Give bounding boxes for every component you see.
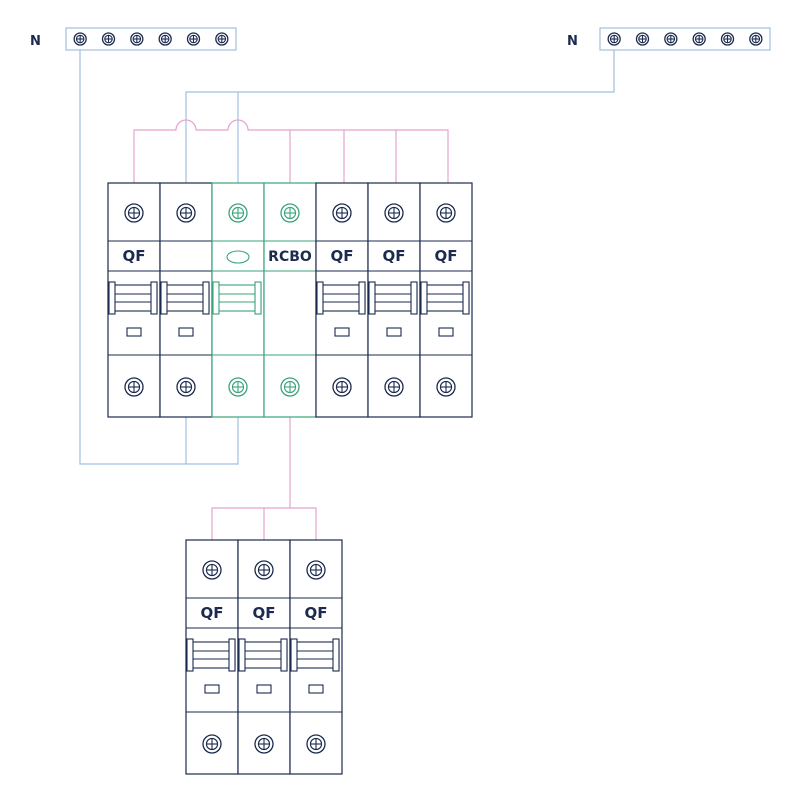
status-window-icon — [256, 684, 272, 694]
toggle-lever — [240, 641, 288, 669]
module-label: RCBO — [268, 249, 312, 265]
neutral-screw-icon — [101, 32, 116, 46]
module-label: QF — [201, 604, 224, 622]
status-window-icon — [178, 327, 194, 337]
module-label: QF — [383, 247, 406, 265]
toggle-lever — [422, 284, 470, 312]
bottom-terminal-screw-icon — [228, 377, 248, 397]
bottom-terminal-screw-icon — [124, 377, 144, 397]
neutral-bar-right — [599, 27, 771, 51]
toggle-lever — [292, 641, 340, 669]
breaker-module: QF — [315, 182, 369, 418]
main-breaker-panel: QF RCBO QF QF QF — [107, 182, 473, 418]
status-window-icon — [308, 684, 324, 694]
neutral-screw-icon — [692, 32, 706, 46]
status-window-icon — [386, 327, 402, 337]
neutral-screw-icon — [749, 32, 763, 46]
status-window-icon — [334, 327, 350, 337]
status-window-icon — [438, 327, 454, 337]
rcbo-module — [211, 182, 265, 418]
neutral-bar-right-label: N — [567, 34, 578, 49]
top-terminal-screw-icon — [280, 203, 300, 223]
breaker-module — [159, 182, 213, 418]
top-terminal-screw-icon — [436, 203, 456, 223]
module-label: QF — [305, 604, 328, 622]
bottom-terminal-screw-icon — [176, 377, 196, 397]
breaker-module: QF — [107, 182, 161, 418]
top-terminal-screw-icon — [254, 560, 274, 580]
neutral-screw-icon — [720, 32, 735, 46]
phase-drop — [290, 507, 317, 540]
phase-busbar — [133, 119, 449, 183]
neutral-screw-icon — [186, 32, 201, 46]
top-terminal-screw-icon — [332, 203, 352, 223]
bottom-terminal-screw-icon — [202, 734, 222, 754]
breaker-module: QF — [289, 539, 343, 775]
breaker-module: QF — [419, 182, 473, 418]
neutral-bar-left-label: N — [30, 34, 41, 49]
bottom-terminal-screw-icon — [306, 734, 326, 754]
bottom-terminal-screw-icon — [332, 377, 352, 397]
module-label: QF — [123, 247, 146, 265]
bottom-terminal-screw-icon — [254, 734, 274, 754]
neutral-screw-icon — [664, 32, 678, 46]
neutral-screw-icon — [158, 32, 172, 46]
neutral-screw-icon — [635, 32, 650, 46]
top-terminal-screw-icon — [202, 560, 222, 580]
bottom-terminal-screw-icon — [384, 377, 404, 397]
neutral-screw-icon — [607, 32, 621, 46]
top-terminal-screw-icon — [306, 560, 326, 580]
sub-breaker-panel: QF QF QF — [185, 539, 343, 775]
neutral-wire-right-bar — [185, 50, 615, 183]
module-label: QF — [435, 247, 458, 265]
neutral-screw-icon — [73, 32, 87, 46]
bottom-terminal-screw-icon — [280, 377, 300, 397]
status-window-icon — [126, 327, 142, 337]
rcbo-module: RCBO — [263, 182, 317, 418]
module-label: QF — [253, 604, 276, 622]
top-terminal-screw-icon — [124, 203, 144, 223]
neutral-screw-icon — [130, 32, 144, 46]
test-button-icon — [226, 250, 250, 264]
bottom-terminal-screw-icon — [436, 377, 456, 397]
toggle-lever — [318, 284, 366, 312]
top-terminal-screw-icon — [228, 203, 248, 223]
top-terminal-screw-icon — [176, 203, 196, 223]
phase-wire-rcbo-out — [211, 417, 291, 540]
status-window-icon — [204, 684, 220, 694]
module-label: QF — [331, 247, 354, 265]
toggle-lever — [214, 284, 262, 312]
toggle-lever — [110, 284, 158, 312]
neutral-screw-icon — [215, 32, 229, 46]
neutral-bar-left — [65, 27, 237, 51]
toggle-lever — [188, 641, 236, 669]
wiring — [79, 50, 615, 540]
toggle-lever — [370, 284, 418, 312]
neutral-wire-left-bar — [79, 50, 239, 465]
breaker-module: QF — [185, 539, 239, 775]
breaker-module: QF — [367, 182, 421, 418]
top-terminal-screw-icon — [384, 203, 404, 223]
breaker-module: QF — [237, 539, 291, 775]
toggle-lever — [162, 284, 210, 312]
